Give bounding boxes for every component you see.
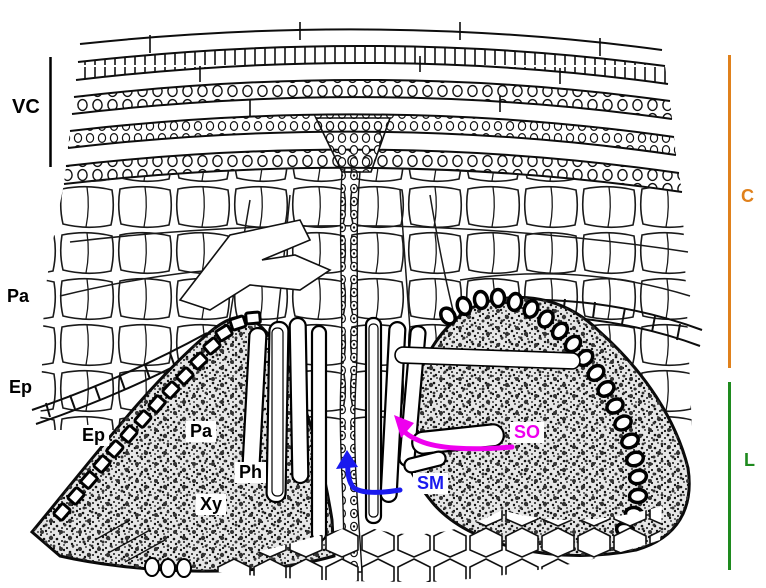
- basal-oval-cells: [144, 557, 192, 578]
- label-epidermis-outer: Ep: [9, 377, 33, 397]
- label-sm: SM: [413, 473, 448, 494]
- epidermis-beads-right: [439, 287, 649, 539]
- label-lesion-bracket: L: [744, 450, 755, 470]
- intercellular-web: [178, 219, 332, 311]
- label-xylem: Xy: [196, 494, 227, 515]
- finger-cells: [241, 316, 581, 543]
- label-so: SO: [510, 422, 545, 443]
- label-phloem: Ph: [235, 462, 267, 483]
- label-vascular-cambium: VC: [12, 96, 40, 118]
- so-arrow: [394, 415, 515, 452]
- bottom-cell-strip: [94, 506, 662, 582]
- label-parenchyma-mound: Pa: [186, 421, 217, 442]
- epidermis-beads-left: [52, 310, 262, 522]
- label-parenchyma-cortex: Pa: [7, 286, 30, 306]
- basal-hair-lines: [94, 519, 166, 563]
- sm-arrow: [336, 450, 403, 495]
- label-cortex-bracket: C: [741, 186, 754, 206]
- label-epidermis-mound: Ep: [78, 425, 110, 446]
